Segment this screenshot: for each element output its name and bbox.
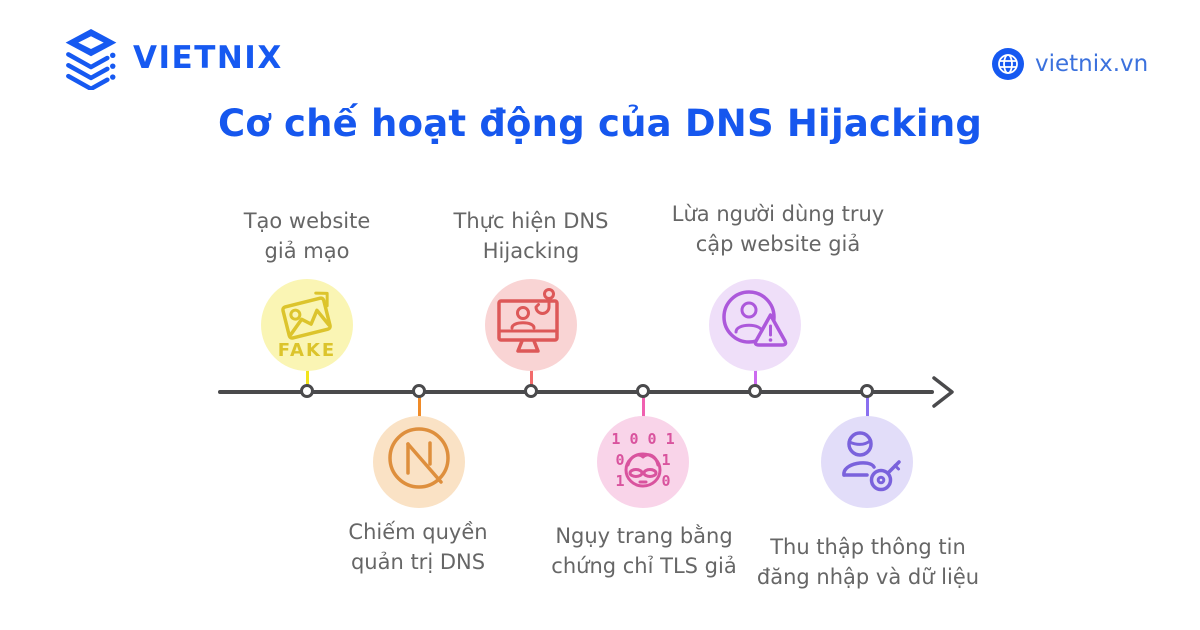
timeline-node (636, 384, 650, 398)
vietnix-logo: VIETNIX (62, 26, 283, 90)
step-label: Tạo website giả mạo (243, 209, 371, 263)
step-bubble (373, 416, 465, 508)
dns-letter-icon (388, 427, 450, 489)
monitor-hook-icon (497, 288, 559, 353)
user-warning-icon (722, 290, 788, 347)
timeline-node (300, 384, 314, 398)
svg-text:0: 0 (615, 451, 624, 469)
step-connector (866, 394, 869, 417)
site-url: vietnix.vn (1035, 51, 1149, 77)
step-connector (754, 369, 757, 390)
vietnix-logo-icon (65, 29, 117, 90)
svg-text:0: 0 (661, 472, 670, 490)
step-bubble: 1 0 0 1 0 1 1 0 (597, 416, 689, 508)
step-label: Chiếm quyền quản trị DNS (348, 520, 488, 574)
step-connector (306, 369, 309, 390)
binary-spy-icon: 1 0 0 1 0 1 1 0 (611, 430, 674, 490)
timeline-arrow-icon (932, 376, 954, 408)
timeline-node (860, 384, 874, 398)
globe-icon (992, 48, 1024, 80)
page-title: Cơ chế hoạt động của DNS Hijacking (217, 102, 983, 145)
step-bubble (821, 416, 913, 508)
step-bubble (485, 279, 577, 371)
step-connector (530, 369, 533, 390)
step-label: Ngụy trang bằng chứng chỉ TLS giả (551, 524, 737, 578)
step-label: Lừa người dùng truy cập website giả (671, 202, 885, 256)
timeline-node (412, 384, 426, 398)
step-label: Thực hiện DNS Hijacking (453, 209, 609, 263)
step-connector (418, 394, 421, 417)
step-label: Thu thập thông tin đăng nhập và dữ liệu (756, 535, 980, 589)
brand-name: VIETNIX (133, 40, 283, 76)
fake-photo-icon: FAKE (278, 291, 336, 361)
site-link[interactable]: vietnix.vn (992, 48, 1148, 80)
user-key-icon (842, 431, 901, 492)
step-bubble: FAKE (261, 279, 353, 371)
step-bubble (709, 279, 801, 371)
timeline-node (748, 384, 762, 398)
svg-text:1 0 0 1: 1 0 0 1 (611, 430, 674, 448)
step-connector (642, 394, 645, 417)
svg-text:1: 1 (661, 451, 670, 469)
timeline-node (524, 384, 538, 398)
svg-text:FAKE: FAKE (278, 340, 336, 361)
svg-text:1: 1 (615, 472, 624, 490)
timeline-axis (218, 390, 934, 394)
